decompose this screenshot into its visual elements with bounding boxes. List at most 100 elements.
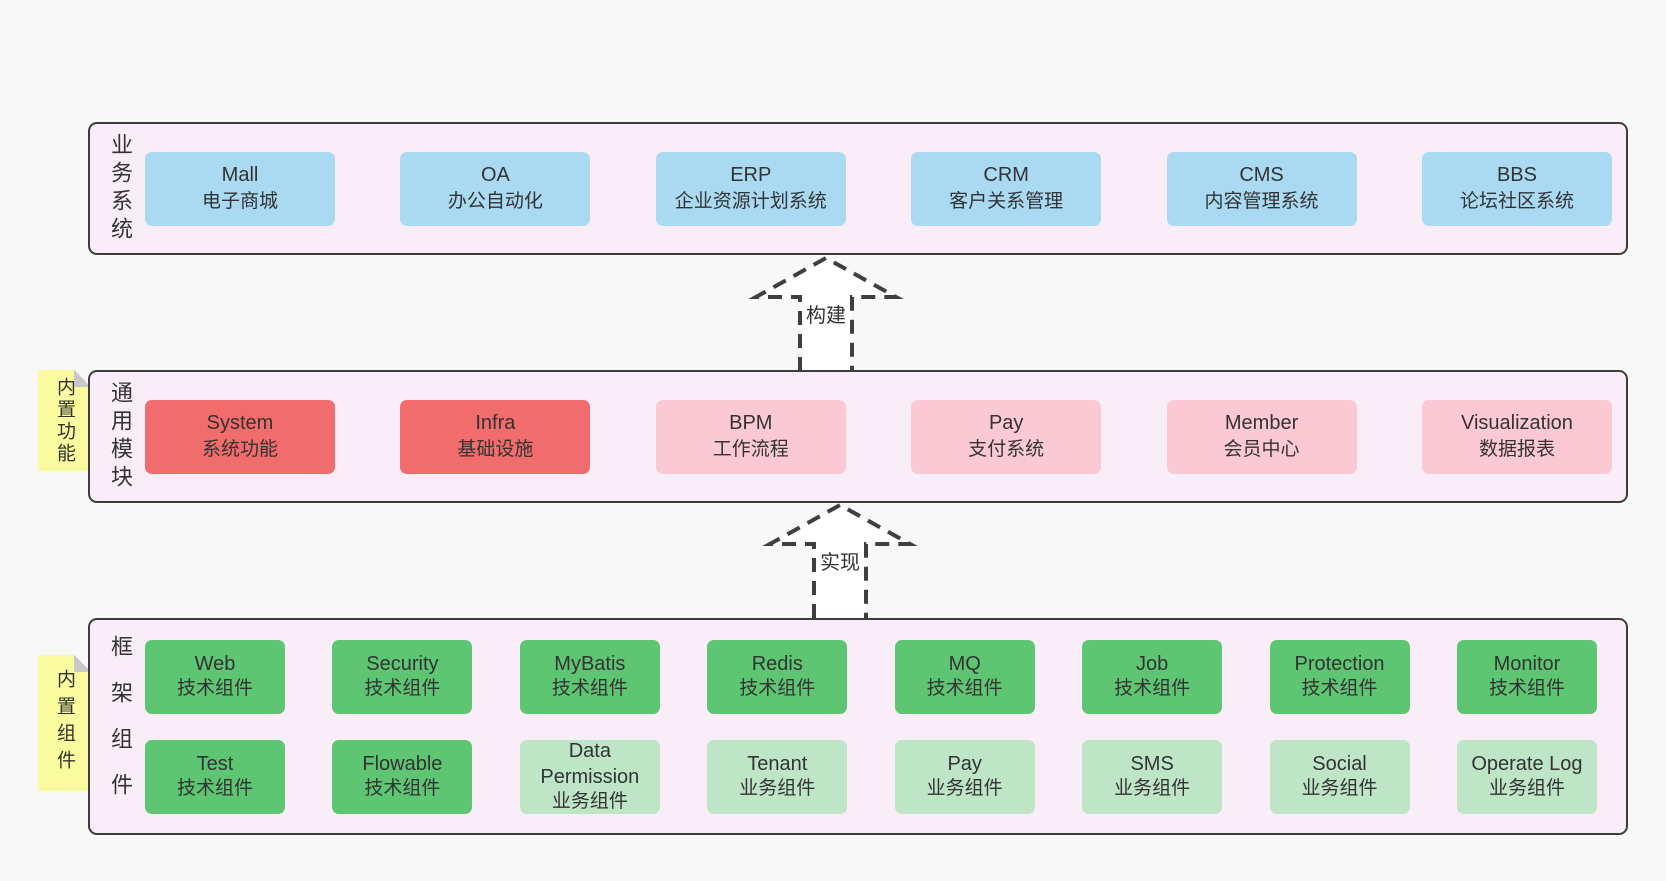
box-infra: Infra 基础设施 [400, 399, 591, 474]
box-title: CMS [1239, 163, 1284, 186]
box-title: Infra [475, 411, 516, 434]
box-subtitle: 工作流程 [712, 439, 789, 461]
box-title: Pay [988, 411, 1024, 434]
band-side-label: 通用模块 [108, 380, 133, 493]
band-side-label: 框架组件 [108, 634, 133, 819]
band-row: System 系统功能 Infra 基础设施 BPM 工作流程 Pay 支付系统 Member 会… [90, 399, 1626, 474]
box-subtitle: 技术组件 [926, 678, 1003, 700]
box-subtitle: 数据报表 [1478, 439, 1555, 461]
band-row: Mall 电子商城 OA 办公自动化 ERP 企业资源计划系统 CRM 客户关系管理 CMS 内容… [90, 151, 1626, 226]
box-title: Data Permission [540, 740, 640, 789]
box-title: Security [366, 653, 439, 676]
box-subtitle: 业务组件 [1488, 778, 1565, 800]
box-title: Tenant [747, 753, 808, 776]
box-erp: ERP 企业资源计划系统 [655, 151, 846, 226]
box-subtitle: 业务组件 [551, 791, 628, 813]
box-oa: OA 办公自动化 [400, 151, 591, 226]
box-subtitle: 技术组件 [176, 778, 253, 800]
band-business-systems: 业务系统 Mall 电子商城 OA 办公自动化 ERP 企业资源计划系统 CRM 客户关系管理… [88, 122, 1628, 255]
box-title: ERP [730, 163, 772, 186]
box-subtitle: 会员中心 [1223, 439, 1300, 461]
box-subtitle: 技术组件 [1488, 678, 1565, 700]
box-system: System 系统功能 [145, 399, 335, 474]
box-subtitle: 业务组件 [739, 778, 816, 800]
box-subtitle: 技术组件 [364, 678, 441, 700]
box-subtitle: 办公自动化 [447, 191, 543, 213]
band-common-modules: 通用模块 System 系统功能 Infra 基础设施 BPM 工作流程 Pay 支付系统 Me… [88, 370, 1628, 503]
box-title: Test [196, 753, 234, 776]
box-title: MyBatis [554, 653, 626, 676]
box-subtitle: 技术组件 [551, 678, 628, 700]
box-title: MQ [948, 653, 981, 676]
box-member: Member 会员中心 [1166, 399, 1357, 474]
box-subtitle: 技术组件 [739, 678, 816, 700]
box-title: Redis [751, 653, 803, 676]
sticky-note-label: 内置功能 [54, 376, 75, 465]
box-title: BBS [1496, 163, 1537, 186]
box-title: CRM [983, 163, 1029, 186]
box-title: Visualization [1460, 411, 1573, 434]
box-title: Pay [947, 753, 982, 776]
box-subtitle: 客户关系管理 [949, 191, 1064, 213]
box-pay: Pay 支付系统 [911, 399, 1102, 474]
box-crm: CRM 客户关系管理 [911, 151, 1102, 226]
box-subtitle: 内容管理系统 [1204, 191, 1319, 213]
box-subtitle: 技术组件 [176, 678, 253, 700]
box-title: Flowable [362, 753, 443, 776]
box-subtitle: 电子商城 [201, 191, 278, 213]
arrow-implement: 实现 [762, 502, 918, 618]
band-side-label: 业务系统 [108, 132, 133, 245]
box-title: Job [1135, 653, 1169, 676]
box-title: Social [1312, 753, 1367, 776]
box-subtitle: 技术组件 [364, 778, 441, 800]
box-title: Operate Log [1471, 753, 1583, 776]
sticky-note-label: 内置组件 [54, 669, 75, 777]
box-subtitle: 基础设施 [457, 439, 534, 461]
box-bpm: BPM 工作流程 [655, 399, 846, 474]
box-title: BPM [729, 411, 773, 434]
arrow-build: 构建 [748, 255, 904, 371]
box-title: OA [480, 163, 510, 186]
arrow-label: 构建 [803, 299, 849, 328]
arrow-label: 实现 [817, 546, 863, 575]
box-title: Member [1224, 411, 1299, 434]
box-mall: Mall 电子商城 [145, 151, 335, 226]
sticky-note-builtin-features: 内置功能 [38, 370, 91, 471]
box-subtitle: 论坛社区系统 [1459, 191, 1574, 213]
box-cms: CMS 内容管理系统 [1166, 151, 1357, 226]
box-subtitle: 业务组件 [1301, 778, 1378, 800]
box-bbs: BBS 论坛社区系统 [1421, 151, 1612, 226]
box-subtitle: 业务组件 [926, 778, 1003, 800]
box-subtitle: 支付系统 [968, 439, 1045, 461]
box-subtitle: 技术组件 [1114, 678, 1191, 700]
box-title: SMS [1130, 753, 1174, 776]
box-visualization: Visualization 数据报表 [1421, 399, 1612, 474]
box-title: Web [194, 653, 236, 676]
box-subtitle: 系统功能 [201, 439, 278, 461]
box-subtitle: 技术组件 [1301, 678, 1378, 700]
sticky-note-builtin-components: 内置组件 [38, 655, 91, 791]
box-subtitle: 业务组件 [1114, 778, 1191, 800]
box-title: Monitor [1493, 653, 1561, 676]
box-title: System [206, 411, 274, 434]
box-subtitle: 企业资源计划系统 [674, 191, 827, 213]
box-title: Mall [221, 163, 259, 186]
